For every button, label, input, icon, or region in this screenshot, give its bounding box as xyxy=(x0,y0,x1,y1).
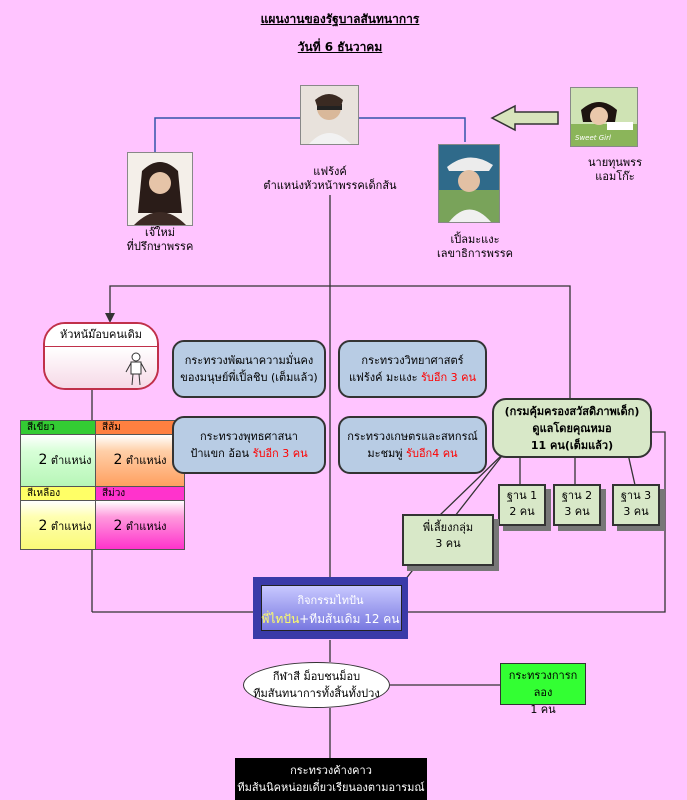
color-purple-count: 2 xyxy=(113,518,123,534)
drum-ministry-box: กระทรวงการกลอง 1 คน xyxy=(500,663,586,716)
ministry-human-security: กระทรวงพัฒนาความมั่นคง ของมนุษย์พี่เปิ้ล… xyxy=(172,340,326,398)
sports-line1: กีฬาสี ม็อบชนม็อบ xyxy=(272,670,361,683)
ministry-4-line1: กระทรวงเกษตรและสหกรณ์ xyxy=(347,430,478,443)
color-yellow-name: สีเหลือง xyxy=(21,487,109,501)
photo-caption: Sweet Girl xyxy=(575,134,611,142)
group-leader-line2: 3 คน xyxy=(435,537,461,550)
secretary-photo xyxy=(438,144,500,223)
page-title: แผนงานของรัฐบาลสันทนาการ xyxy=(260,12,420,26)
ministry-3-extra: รับอีก 3 คน xyxy=(252,447,308,460)
ministry-2-line2: แฟร้งค์ มะแงะ xyxy=(348,371,418,384)
color-orange-unit: ตำแหน่ง xyxy=(125,454,167,467)
color-purple: สีม่วง 2 ตำแหน่ง xyxy=(95,486,185,550)
color-purple-unit: ตำแหน่ง xyxy=(125,520,167,533)
advisor-photo xyxy=(127,152,193,226)
color-orange-count: 2 xyxy=(113,452,123,468)
ministry-2-line1: กระทรวงวิทยาศาสตร์ xyxy=(361,354,464,367)
drum-line1: กระทรวงการกลอง xyxy=(508,669,578,699)
ministry-3-line1: กระทรวงพุทธศาสนา xyxy=(200,430,298,443)
ministry-1-line1: กระทรวงพัฒนาความมั่นคง xyxy=(184,354,314,367)
external-name: นายทุนพรร xyxy=(588,156,642,169)
sports-line2: ทีมสันทนาการทั้งสิ้นทั้งปวง xyxy=(253,687,380,700)
color-green-count: 2 xyxy=(38,452,48,468)
secretary-role: เลขาธิการพรรค xyxy=(436,247,514,260)
ministry-3-line2: ป้าแขก อ้อน xyxy=(190,447,250,460)
ministry-science: กระทรวงวิทยาศาสตร์ แฟร้งค์ มะแงะ รับอีก … xyxy=(338,340,487,398)
base-1: ฐาน 1 2 คน xyxy=(498,484,546,526)
ministry-1-line2: ของมนุษย์พี่เปิ้ลชิบ (เต็มแล้ว) xyxy=(180,371,318,384)
drum-line2: 1 คน xyxy=(530,703,556,716)
color-yellow-unit: ตำแหน่ง xyxy=(50,520,92,533)
advisor-role: ที่ปรึกษาพรรค xyxy=(126,240,194,253)
advisor-name: เจ๊ใหม่ xyxy=(144,226,176,239)
child-welfare-line1: (กรมคุ้มครองสวัสดิภาพเด็ก) xyxy=(504,404,640,418)
leader-photo xyxy=(300,85,359,145)
page-date: วันที่ 6 ธันวาคม xyxy=(297,40,383,54)
old-leader-label: หัวหน้ม๊อบคนเดิม xyxy=(45,324,157,347)
arrow-head xyxy=(105,313,115,323)
ministry-2-extra: รับอีก 3 คน xyxy=(421,371,477,384)
night-ministry-box: กระทรวงค้างคาว ทีมส้นนิคหน่อยเดี่ยวเรียน… xyxy=(235,758,427,800)
base-2-name: ฐาน 2 xyxy=(561,489,593,502)
secretary-name: เปิ้ลมะแงะ xyxy=(450,233,500,246)
base-3: ฐาน 3 3 คน xyxy=(612,484,660,526)
external-name2: แอมโก๊ะ xyxy=(595,170,635,183)
base-1-name: ฐาน 1 xyxy=(506,489,538,502)
ministry-4-extra: รับอีก4 คน xyxy=(406,447,458,460)
night-line2: ทีมส้นนิคหน่อยเดี่ยวเรียนองตามอารมณ์ xyxy=(237,781,425,794)
base-2-count: 3 คน xyxy=(564,505,590,518)
activity-line2a: พี่ไทปัน xyxy=(261,612,300,626)
external-label: นายทุนพรร แอมโก๊ะ xyxy=(575,156,655,184)
advisor-label: เจ๊ใหม่ ที่ปรึกษาพรรค xyxy=(100,226,220,254)
night-line1: กระทรวงค้างคาว xyxy=(290,764,372,777)
sports-ellipse: กีฬาสี ม็อบชนม็อบ ทีมสันทนาการทั้งสิ้นทั… xyxy=(243,662,390,708)
ministry-4-line2: มะชมพู่ xyxy=(367,447,403,460)
arrow-left-icon xyxy=(490,104,559,132)
ministry-buddhism: กระทรวงพุทธศาสนา ป้าแขก อ้อน รับอีก 3 คน xyxy=(172,416,326,474)
group-leader-box: พี่เลี้ยงกลุ่ม 3 คน xyxy=(402,514,494,566)
color-green-unit: ตำแหน่ง xyxy=(50,454,92,467)
activity-line2b: +ทีมส้นเดิม 12 คน xyxy=(299,612,400,626)
group-leader-line1: พี่เลี้ยงกลุ่ม xyxy=(422,521,474,534)
activity-line1: กิจกรรมไทปัน xyxy=(297,594,364,607)
old-leader-box: หัวหน้ม๊อบคนเดิม xyxy=(43,322,159,390)
leader-label: แฟร้งค์ ตำแหน่งหัวหน้าพรรคเด็กส้น xyxy=(245,165,415,193)
leader-role: ตำแหน่งหัวหน้าพรรคเด็กส้น xyxy=(263,179,397,192)
base-1-count: 2 คน xyxy=(509,505,535,518)
child-welfare-box: (กรมคุ้มครองสวัสดิภาพเด็ก) ดูแลโดยคุณหมอ… xyxy=(492,398,652,458)
child-welfare-line3: 11 คน(เต็มแล้ว) xyxy=(530,438,614,452)
leader-name: แฟร้งค์ xyxy=(313,165,347,178)
activity-box: กิจกรรมไทปัน พี่ไทปัน+ทีมส้นเดิม 12 คน xyxy=(253,577,408,639)
external-photo: Sweet Girl xyxy=(570,87,638,147)
color-orange-name: สีส้ม xyxy=(96,421,184,435)
color-green-name: สีเขียว xyxy=(21,421,109,435)
base-3-name: ฐาน 3 xyxy=(620,489,652,502)
person-icon xyxy=(125,352,147,386)
secretary-label: เปิ้ลมะแงะ เลขาธิการพรรค xyxy=(420,233,530,261)
child-welfare-line2: ดูแลโดยคุณหมอ xyxy=(532,421,612,435)
color-yellow-count: 2 xyxy=(38,518,48,534)
base-3-count: 3 คน xyxy=(623,505,649,518)
color-purple-name: สีม่วง xyxy=(96,487,184,501)
ministry-agriculture: กระทรวงเกษตรและสหกรณ์ มะชมพู่ รับอีก4 คน xyxy=(338,416,487,474)
base-2: ฐาน 2 3 คน xyxy=(553,484,601,526)
